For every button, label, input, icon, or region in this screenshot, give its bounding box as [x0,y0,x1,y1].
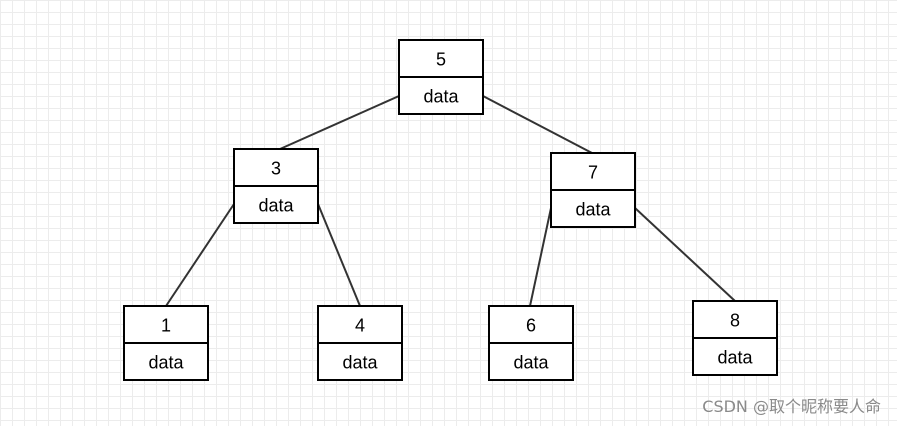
edge-7-to-6 [529,207,552,307]
edge-3-to-4 [317,203,361,307]
tree-nodes: 5 data 3 data 7 data 1 data 4 data 6 data 8 data [123,39,778,381]
node-data: data [342,353,378,373]
tree-node-4: 4 data [317,305,403,381]
node-data: data [513,353,549,373]
node-data: data [717,348,753,368]
node-key: 7 [588,163,598,183]
tree-node-1: 1 data [123,305,209,381]
tree-node-6: 6 data [488,305,574,381]
node-key: 3 [271,159,281,179]
node-data: data [423,87,459,107]
node-data: data [148,353,184,373]
node-data: data [575,200,611,220]
node-key: 8 [730,311,740,331]
node-key: 6 [526,316,536,336]
tree-edges [165,95,736,307]
watermark: CSDN @取个昵称要人命 [702,397,881,416]
node-key: 5 [436,50,446,70]
edge-7-to-8 [634,207,736,302]
node-key: 4 [355,316,365,336]
tree-node-7: 7 data [550,152,636,228]
edge-3-to-1 [165,203,235,307]
tree-node-3: 3 data [233,148,319,224]
tree-node-8: 8 data [692,300,778,376]
edge-5-to-7 [482,95,593,154]
tree-node-5: 5 data [398,39,484,115]
edge-5-to-3 [279,95,400,150]
node-data: data [258,196,294,216]
node-key: 1 [161,316,171,336]
